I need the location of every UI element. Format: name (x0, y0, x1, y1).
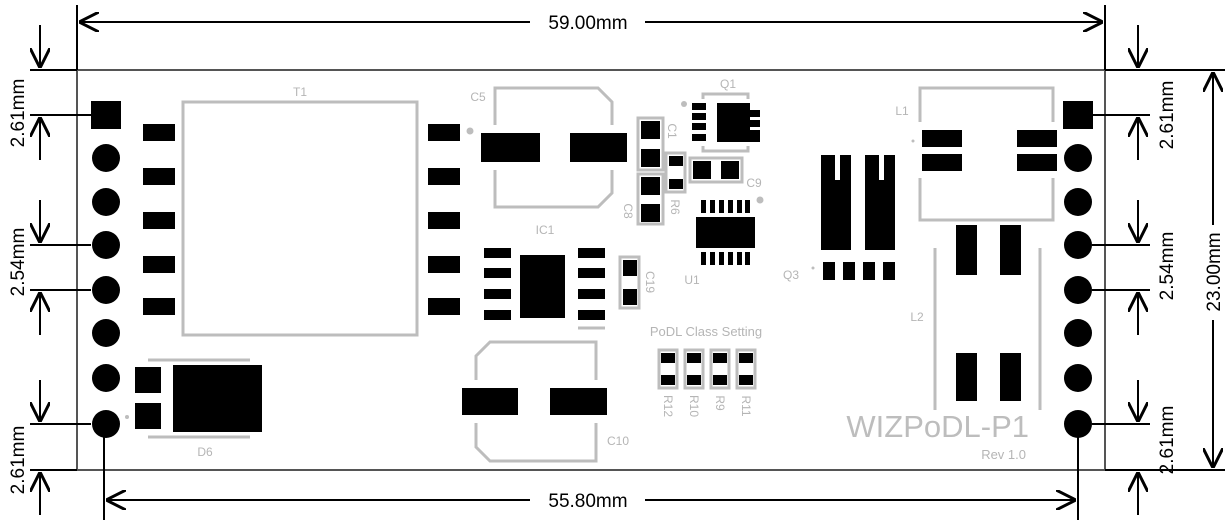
c9-label: C9 (746, 176, 762, 190)
right-dim-middle: 2.54mm (1157, 232, 1178, 301)
right-dim-bottom: 2.61mm (1157, 406, 1178, 475)
board-title: WIZPoDL-P1 (846, 409, 1029, 444)
left-dim-bottom: 2.61mm (8, 426, 29, 495)
r10-label: R10 (687, 395, 701, 417)
resistor-r10: R10 (683, 348, 705, 417)
d6-label: D6 (197, 445, 213, 459)
component-c10: C10 (462, 340, 629, 463)
r6-label: R6 (668, 199, 682, 215)
left-dim-middle: 2.54mm (8, 228, 29, 297)
component-q1: Q1 (681, 77, 760, 153)
dimension-pin-span: 55.80mm (103, 430, 1079, 520)
component-t1: T1 (143, 85, 474, 337)
c19-label: C19 (643, 271, 657, 293)
c5-label: C5 (470, 90, 486, 104)
component-u1: U1 (684, 196, 764, 287)
height-dimension-label: 23.00mm (1204, 232, 1225, 311)
q1-label: Q1 (720, 77, 736, 91)
component-c19: C19 (618, 255, 657, 310)
l1-label: L1 (895, 104, 909, 118)
r9-label: R9 (713, 395, 727, 411)
component-d6: D6 (125, 358, 262, 459)
width-dimension-label: 59.00mm (548, 13, 627, 34)
right-dim-top: 2.61mm (1157, 81, 1178, 150)
resistor-r9: R9 (709, 348, 731, 411)
right-header-pins (1063, 101, 1093, 438)
podl-class-resistors: R12 R10 R9 R11 (657, 348, 757, 417)
q3-label: Q3 (783, 268, 799, 282)
c1-label: C1 (665, 123, 679, 139)
left-dim-top: 2.61mm (8, 79, 29, 148)
component-c8: C8 (621, 172, 665, 226)
component-r6: R6 (664, 151, 687, 215)
board-revision: Rev 1.0 (981, 447, 1026, 462)
r12-label: R12 (661, 395, 675, 417)
component-c5: C5 (470, 86, 627, 209)
c8-label: C8 (621, 203, 635, 219)
dimension-left: 2.61mm 2.54mm 2.61mm (8, 25, 91, 515)
u1-label: U1 (684, 273, 700, 287)
component-l1: L1 (895, 86, 1057, 222)
dimension-width: 59.00mm (76, 5, 1106, 70)
component-l2: L2 (910, 225, 1042, 410)
resistor-r11: R11 (735, 348, 757, 417)
c10-label: C10 (607, 434, 629, 448)
pin-span-dimension-label: 55.80mm (548, 491, 627, 512)
component-ic1 (484, 248, 605, 330)
component-c1: C1 (636, 116, 679, 172)
left-header-pins (91, 101, 121, 438)
component-c9: C9 (688, 156, 762, 190)
t1-label: T1 (293, 85, 307, 99)
podl-class-setting-label: PoDL Class Setting (650, 324, 762, 339)
dimension-right: 2.61mm 2.54mm 2.61mm 23.00mm (1092, 25, 1225, 515)
ic1-label: IC1 (536, 223, 555, 237)
r11-label: R11 (739, 395, 753, 416)
l2-label: L2 (910, 310, 924, 324)
resistor-r12: R12 (657, 348, 679, 417)
component-q3: Q3 (783, 155, 895, 282)
